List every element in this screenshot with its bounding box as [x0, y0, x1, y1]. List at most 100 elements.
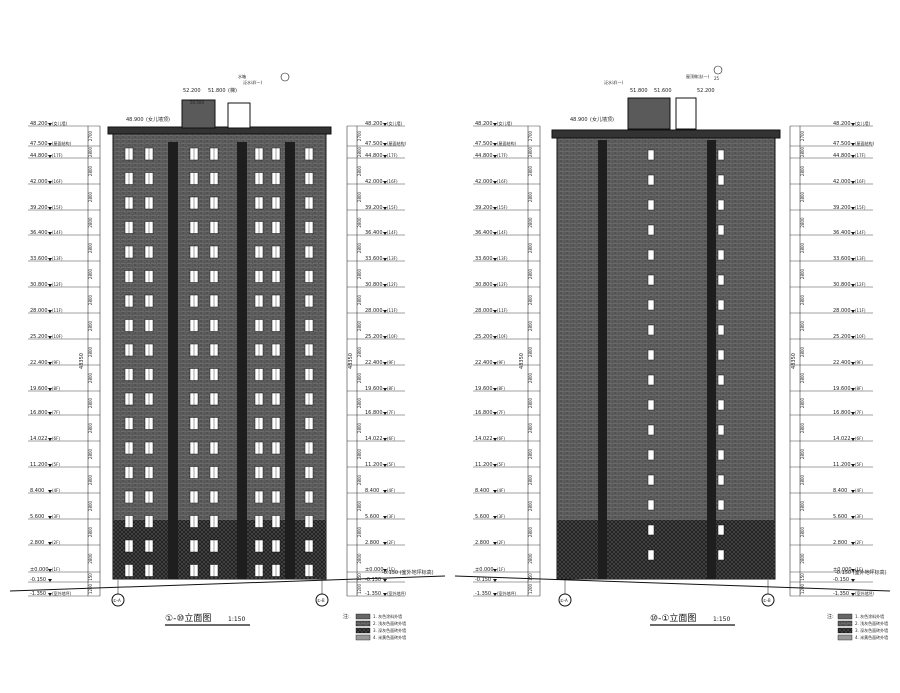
- level-elevation: -1.350: [475, 591, 491, 597]
- callout-num: 25: [714, 76, 720, 81]
- segment-dim: 2800: [88, 553, 93, 564]
- level-note: (10F): [387, 334, 398, 339]
- level-elevation: 33.600: [833, 256, 851, 262]
- segment-dim: 150: [800, 573, 805, 581]
- level-elevation: 2.800: [833, 540, 847, 546]
- level-note: (8F): [52, 386, 60, 391]
- level-elevation: 11.200: [30, 462, 48, 468]
- level-elevation: 30.800: [365, 282, 383, 288]
- level-note: (5F): [497, 462, 505, 467]
- segment-dim: 2800: [88, 346, 93, 357]
- axis-bubbles: ①-A ①-B ①-A ①-B: [111, 580, 775, 607]
- level-note: (2F): [52, 540, 60, 545]
- segment-dim: 1200: [528, 583, 533, 594]
- segment-dim: 2800: [800, 474, 805, 485]
- level-elevation: 30.800: [30, 282, 48, 288]
- segment-dim: 2800: [357, 346, 362, 357]
- segment-dim: 2800: [800, 372, 805, 383]
- level-elevation: 44.800: [833, 153, 851, 159]
- building-right: [551, 97, 781, 580]
- roof-note-left: (梯): [228, 87, 237, 94]
- level-elevation: 42.000: [475, 179, 493, 185]
- roof-stair-right: [675, 97, 697, 130]
- level-elevation: 22.400: [365, 360, 383, 366]
- segment-dim: 2700: [88, 130, 93, 141]
- level-note: (室外地坪): [52, 590, 72, 596]
- level-elevation: -0.150: [30, 577, 46, 583]
- level-note: (9F): [855, 360, 863, 365]
- segment-dim: 2800: [357, 191, 362, 202]
- level-note: (14F): [52, 230, 63, 235]
- segment-dim: 150: [357, 573, 362, 581]
- level-elevation: 11.200: [475, 462, 493, 468]
- segment-dim: 2800: [88, 500, 93, 511]
- segment-dim: 2800: [528, 448, 533, 459]
- level-note: (5F): [855, 462, 863, 467]
- level-note: (3F): [497, 514, 505, 519]
- segment-dim: 2800: [800, 422, 805, 433]
- level-elevation: 47.500: [475, 141, 493, 147]
- level-elevation: ±0.000: [365, 567, 384, 573]
- level-note: (屋面结构): [855, 140, 875, 146]
- segment-dim: 2800: [800, 191, 805, 202]
- level-elevation: 28.000: [833, 308, 851, 314]
- level-note: (室外地坪): [387, 590, 407, 596]
- segment-dim: 2800: [800, 553, 805, 564]
- segment-dim: 2800: [528, 320, 533, 331]
- level-note: (12F): [52, 282, 63, 287]
- level-note: (7F): [52, 410, 60, 415]
- level-elevation: 14.022: [30, 436, 48, 442]
- level-note: (8F): [497, 386, 505, 391]
- segment-dim: 2800: [357, 242, 362, 253]
- total-dim: 48350: [519, 353, 525, 369]
- level-note: (13F): [387, 256, 398, 261]
- level-elevation: 8.400: [30, 488, 44, 494]
- axis-label-right-a: ①-A: [560, 598, 568, 603]
- level-note: (2F): [855, 540, 863, 545]
- level-note: (6F): [497, 436, 505, 441]
- level-note: (屋面结构): [387, 140, 407, 146]
- base-right: [557, 520, 775, 579]
- roof-elev-left-b: 51.800: [208, 88, 226, 94]
- legend-item-right-2: 2. 浅灰色面砖外墙: [855, 620, 888, 626]
- level-elevation: 14.022: [833, 436, 851, 442]
- segment-dim: 2800: [800, 268, 805, 279]
- tag-left: 水箱: [238, 73, 246, 79]
- legend-item-right-3: 3. 深灰色面砖外墙: [855, 627, 888, 633]
- level-note: (11F): [497, 308, 508, 313]
- segment-dim: 2800: [528, 165, 533, 176]
- level-note: (3F): [855, 514, 863, 519]
- level-note: (6F): [855, 436, 863, 441]
- segment-dim: 2800: [528, 346, 533, 357]
- segment-dim: 2800: [357, 146, 362, 157]
- segment-dim: 2800: [357, 294, 362, 305]
- level-elevation: 39.200: [833, 205, 851, 211]
- segment-dim: 2800: [528, 553, 533, 564]
- segment-dim: 2800: [800, 294, 805, 305]
- pilaster-left-2: [237, 142, 247, 579]
- ground-line-left: [9, 575, 446, 592]
- level-note: (5F): [52, 462, 60, 467]
- level-note: (4F): [52, 488, 60, 493]
- level-elevation: 16.800: [365, 410, 383, 416]
- level-elevation: 19.600: [833, 386, 851, 392]
- segment-dim: 2800: [357, 268, 362, 279]
- level-note: (12F): [855, 282, 866, 287]
- level-note: (15F): [387, 205, 398, 210]
- segment-dim: 2800: [88, 146, 93, 157]
- level-elevation: 8.400: [365, 488, 379, 494]
- level-elevation: 42.000: [365, 179, 383, 185]
- level-note: (室外地坪): [497, 590, 517, 596]
- level-note: (2F): [497, 540, 505, 545]
- level-note: (16F): [52, 179, 63, 184]
- level-elevation: 36.400: [365, 230, 383, 236]
- level-note: (9F): [497, 360, 505, 365]
- segment-dim: 2800: [528, 146, 533, 157]
- level-note: (1F): [497, 567, 505, 572]
- segment-dim: 2800: [528, 500, 533, 511]
- segment-dim: 2800: [357, 397, 362, 408]
- legend-item-right-1: 1. 灰色涂料外墙: [855, 613, 884, 619]
- segment-dim: 2800: [800, 397, 805, 408]
- level-elevation: 22.400: [475, 360, 493, 366]
- legend-item-left-3: 3. 深灰色面砖外墙: [373, 627, 406, 633]
